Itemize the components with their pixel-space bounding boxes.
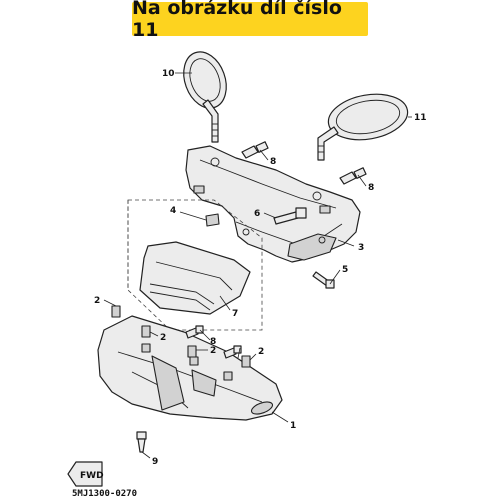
assembly-guide-frame	[127, 199, 263, 331]
clip-2-center	[187, 345, 197, 358]
title-banner: Na obrázku díl číslo 11	[132, 0, 368, 41]
screw-6	[273, 207, 307, 225]
callout-2-left: 2	[94, 296, 100, 306]
screw-5	[312, 271, 335, 289]
callout-3: 3	[358, 243, 364, 253]
callout-8-upper: 8	[270, 157, 276, 167]
clip-2-left	[111, 305, 121, 318]
clip-nut	[205, 213, 220, 227]
callout-9: 9	[152, 457, 158, 467]
screw-8-upper	[241, 141, 269, 159]
callout-4: 4	[170, 206, 176, 216]
callout-2-center: 2	[210, 346, 216, 356]
callout-10: 10	[162, 69, 175, 79]
callout-8-right: 8	[368, 183, 374, 193]
callout-6: 6	[254, 209, 260, 219]
page-title: Na obrázku díl číslo 11	[132, 0, 342, 41]
clip-2-mid	[141, 325, 151, 338]
callout-2-right: 2	[258, 347, 264, 357]
clip-2-right	[241, 355, 251, 368]
callout-1: 1	[290, 421, 296, 431]
fwd-arrow-icon: FWD	[67, 461, 104, 487]
callout-8-lower: 8	[210, 337, 216, 347]
mirror-left	[183, 51, 227, 143]
mirror-right	[317, 93, 409, 161]
callout-5: 5	[342, 265, 348, 275]
headlight-lens	[139, 241, 251, 315]
front-panel	[97, 315, 283, 421]
screw-9	[136, 431, 147, 453]
callout-7: 7	[232, 309, 238, 319]
handlebar-cover	[185, 145, 361, 263]
screw-8-right	[339, 167, 367, 185]
callout-2-mid: 2	[160, 333, 166, 343]
screw-8-lower	[185, 325, 242, 359]
diagram-code: 5MJ1300-0270	[72, 489, 137, 499]
fwd-label: FWD	[80, 471, 104, 481]
callout-11: 11	[414, 113, 427, 123]
